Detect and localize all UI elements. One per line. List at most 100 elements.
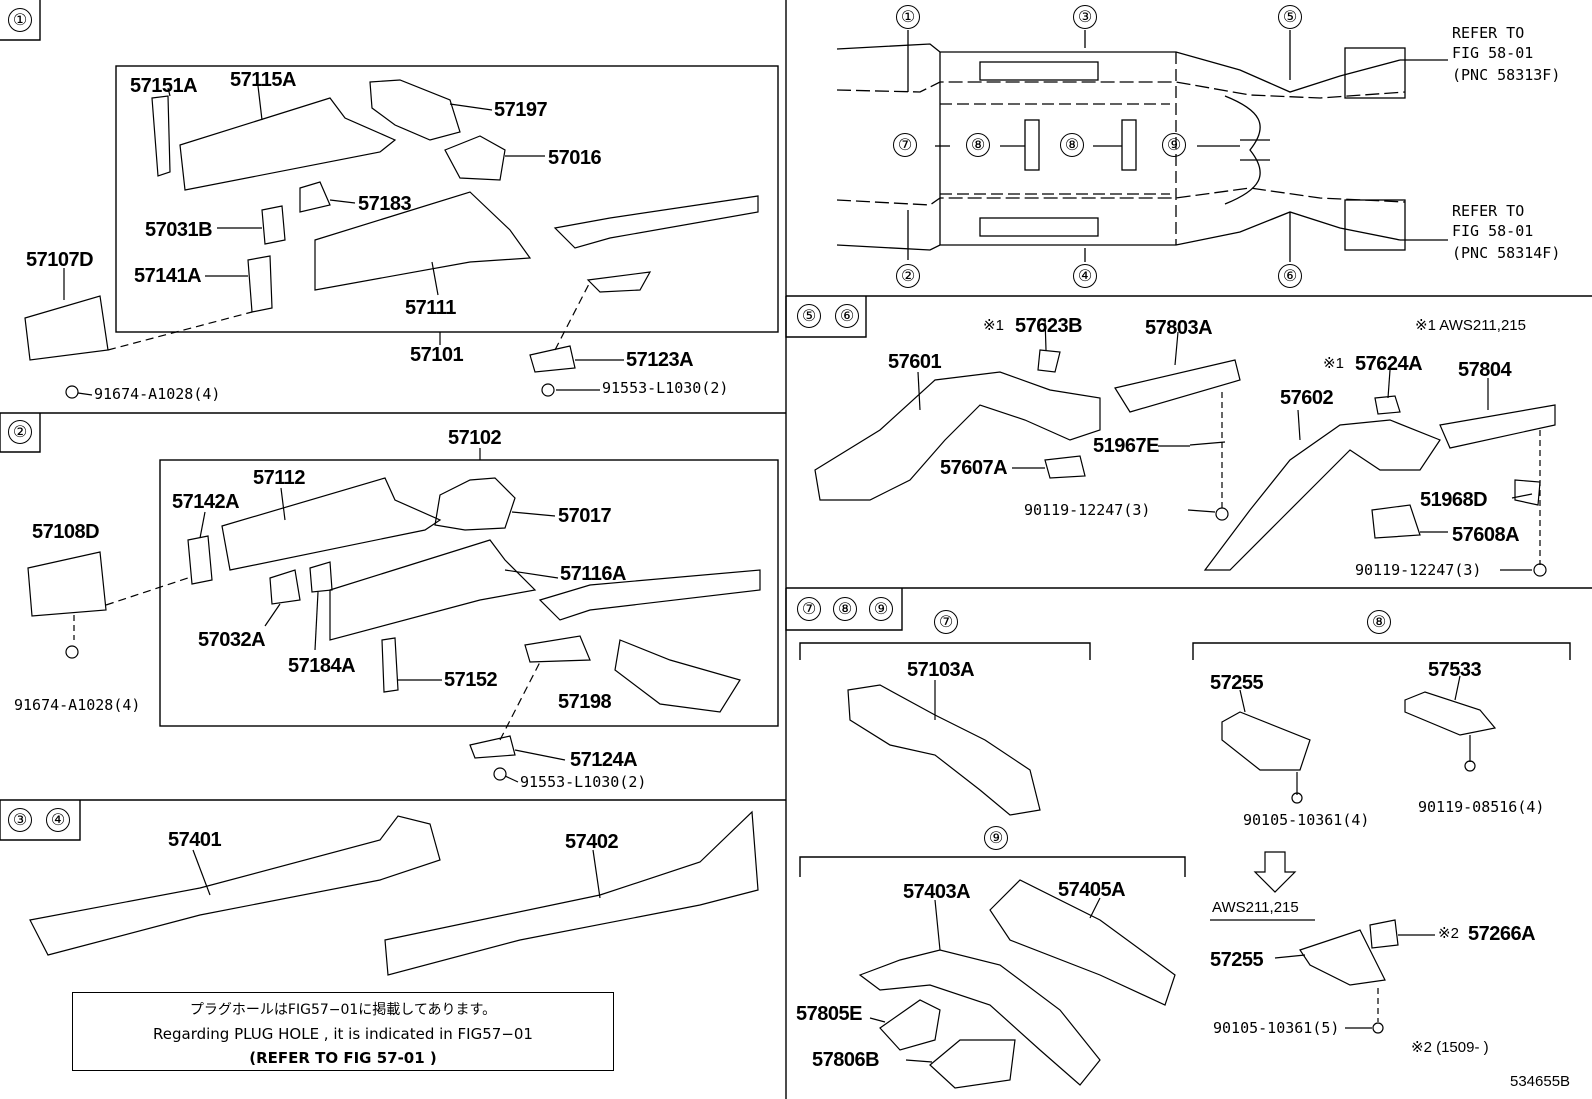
part-57197-label[interactable]: 57197 [494,99,548,121]
part-57142A-label[interactable]: 57142A [172,491,240,513]
part-57401-label[interactable]: 57401 [168,829,222,851]
part-57405A-label[interactable]: 57405A [1058,879,1126,901]
part-57402-label[interactable]: 57402 [565,831,619,853]
part-57016-label[interactable]: 57016 [548,147,602,169]
part-57255-aws-label[interactable]: 57255 [1210,949,1264,971]
part-57031B-shape [261,205,286,245]
part-51968D-label[interactable]: 51968D [1420,489,1488,511]
part-57123A-label[interactable]: 57123A [626,349,694,371]
part-57624A-shape [1374,395,1401,415]
s2-group-box [159,459,779,727]
bolt-91674-label[interactable]: 91674-A1028(4) [94,385,221,403]
part-57255-label[interactable]: 57255 [1210,672,1264,694]
part-57804-label[interactable]: 57804 [1458,359,1512,381]
s1-group-box [115,65,779,333]
overview-marker-5[interactable]: ⑤ [1278,5,1302,29]
overview-marker-7[interactable]: ⑦ [893,133,917,157]
part-57017-label[interactable]: 57017 [558,505,612,527]
bolt-90105-a-label[interactable]: 90105-10361(4) [1243,811,1370,829]
part-57403A-label[interactable]: 57403A [903,881,971,903]
s789-part-drawings [847,675,1497,1089]
up-arrow-shape [1253,851,1297,893]
part-57266A-label[interactable]: 57266A [1468,923,1536,945]
bolt-90119-a-label[interactable]: 90119-12247(3) [1024,501,1151,519]
part-57111-label[interactable]: 57111 [405,297,456,319]
part-57533-label[interactable]: 57533 [1428,659,1482,681]
s1-part-drawings [24,79,759,399]
part-57112-label[interactable]: 57112 [253,467,306,489]
part-57107D-label[interactable]: 57107D [26,249,94,271]
refer-front-line2[interactable]: FIG 58-01 [1452,44,1534,62]
refer-rear-line2[interactable]: FIG 58-01 [1452,222,1534,240]
part-57806B-label[interactable]: 57806B [812,1049,880,1071]
part-57624A-label[interactable]: 57624A [1355,353,1423,375]
subsection-9-tag: ⑨ [984,826,1008,850]
part-57197-shape [369,79,461,141]
part-57108D-shape [27,551,107,617]
part-57032A-label[interactable]: 57032A [198,629,266,651]
overview-marker-8a[interactable]: ⑧ [966,133,990,157]
part-57602-label[interactable]: 57602 [1280,387,1334,409]
bolt-90119-c-label[interactable]: 90119-08516(4) [1418,798,1545,816]
part-57116A-label[interactable]: 57116A [560,563,626,585]
figure-code: 534655B [1510,1073,1571,1090]
part-57608A-label[interactable]: 57608A [1452,524,1520,546]
part-57152-label[interactable]: 57152 [444,669,498,691]
part-57124A-label[interactable]: 57124A [570,749,638,771]
overview-marker-3[interactable]: ③ [1073,5,1097,29]
part-57184A-shape [309,561,333,593]
bolt-91674-s2-label[interactable]: 91674-A1028(4) [14,696,141,714]
bracket-8 [1192,642,1571,660]
part-57601-label[interactable]: 57601 [888,351,942,373]
bolt-90119-b-label[interactable]: 90119-12247(3) [1355,561,1482,579]
part-57623B-shape [1037,349,1061,373]
part-57124A-shape [469,735,516,759]
part-57142A-shape [187,535,213,585]
bracket-7 [799,642,1091,660]
bolt-91553-label[interactable]: 91553-L1030(2) [602,379,729,397]
part-57183-shape [299,181,331,213]
part-57017-shape [434,477,516,531]
refer-front-line1: REFER TO [1452,24,1525,42]
overview-marker-6[interactable]: ⑥ [1278,264,1302,288]
part-57608A-shape [1371,504,1421,539]
note-2: ※2 (1509- ) [1411,1039,1489,1056]
s56-part-drawings [814,317,1556,577]
section-2-tag: ② [8,420,32,444]
part-57184A-label[interactable]: 57184A [288,655,356,677]
plug-hole-note: プラグホールはFIG57−01に掲載してあります。 Regarding PLUG… [72,992,614,1071]
subsection-7-tag: ⑦ [934,610,958,634]
part-51967E-label[interactable]: 51967E [1093,435,1159,457]
note-line-jp: プラグホールはFIG57−01に掲載してあります。 [189,1002,497,1018]
section-8-tag: ⑧ [833,597,857,621]
part-51968D-shape [1514,479,1541,506]
part-57151A-label[interactable]: 57151A [130,75,198,97]
s34-tag-box [0,800,81,841]
part-57805E-label[interactable]: 57805E [796,1003,862,1025]
part-57623B-label[interactable]: 57623B [1015,315,1083,337]
overview-marker-9[interactable]: ⑨ [1162,133,1186,157]
part-57124A-bracket-shape [524,635,591,663]
part-57101-label[interactable]: 57101 [410,344,464,366]
bolt-91553-s2-label[interactable]: 91553-L1030(2) [520,773,647,791]
bolt-90105-b-label[interactable]: 90105-10361(5) [1213,1019,1340,1037]
part-57102-label[interactable]: 57102 [448,427,502,449]
part-57031B-label[interactable]: 57031B [145,219,213,241]
part-57607A-label[interactable]: 57607A [940,457,1008,479]
part-57805E-shape [879,999,941,1051]
part-57183-label[interactable]: 57183 [358,193,412,215]
part-57103A-label[interactable]: 57103A [907,659,975,681]
part-57108D-label[interactable]: 57108D [32,521,100,543]
overview-marker-8b[interactable]: ⑧ [1060,133,1084,157]
part-57152-shape [381,637,399,693]
part-57115A-label[interactable]: 57115A [230,69,296,91]
overview-marker-4[interactable]: ④ [1073,264,1097,288]
part-57141A-label[interactable]: 57141A [134,265,202,287]
part-57198-label[interactable]: 57198 [558,691,612,713]
part-57141A-shape [247,255,273,313]
part-57803A-label[interactable]: 57803A [1145,317,1213,339]
note-line-refer[interactable]: (REFER TO FIG 57-01 ) [249,1049,437,1067]
section-4-tag: ④ [46,808,70,832]
overview-marker-2[interactable]: ② [896,264,920,288]
overview-marker-1[interactable]: ① [896,5,920,29]
